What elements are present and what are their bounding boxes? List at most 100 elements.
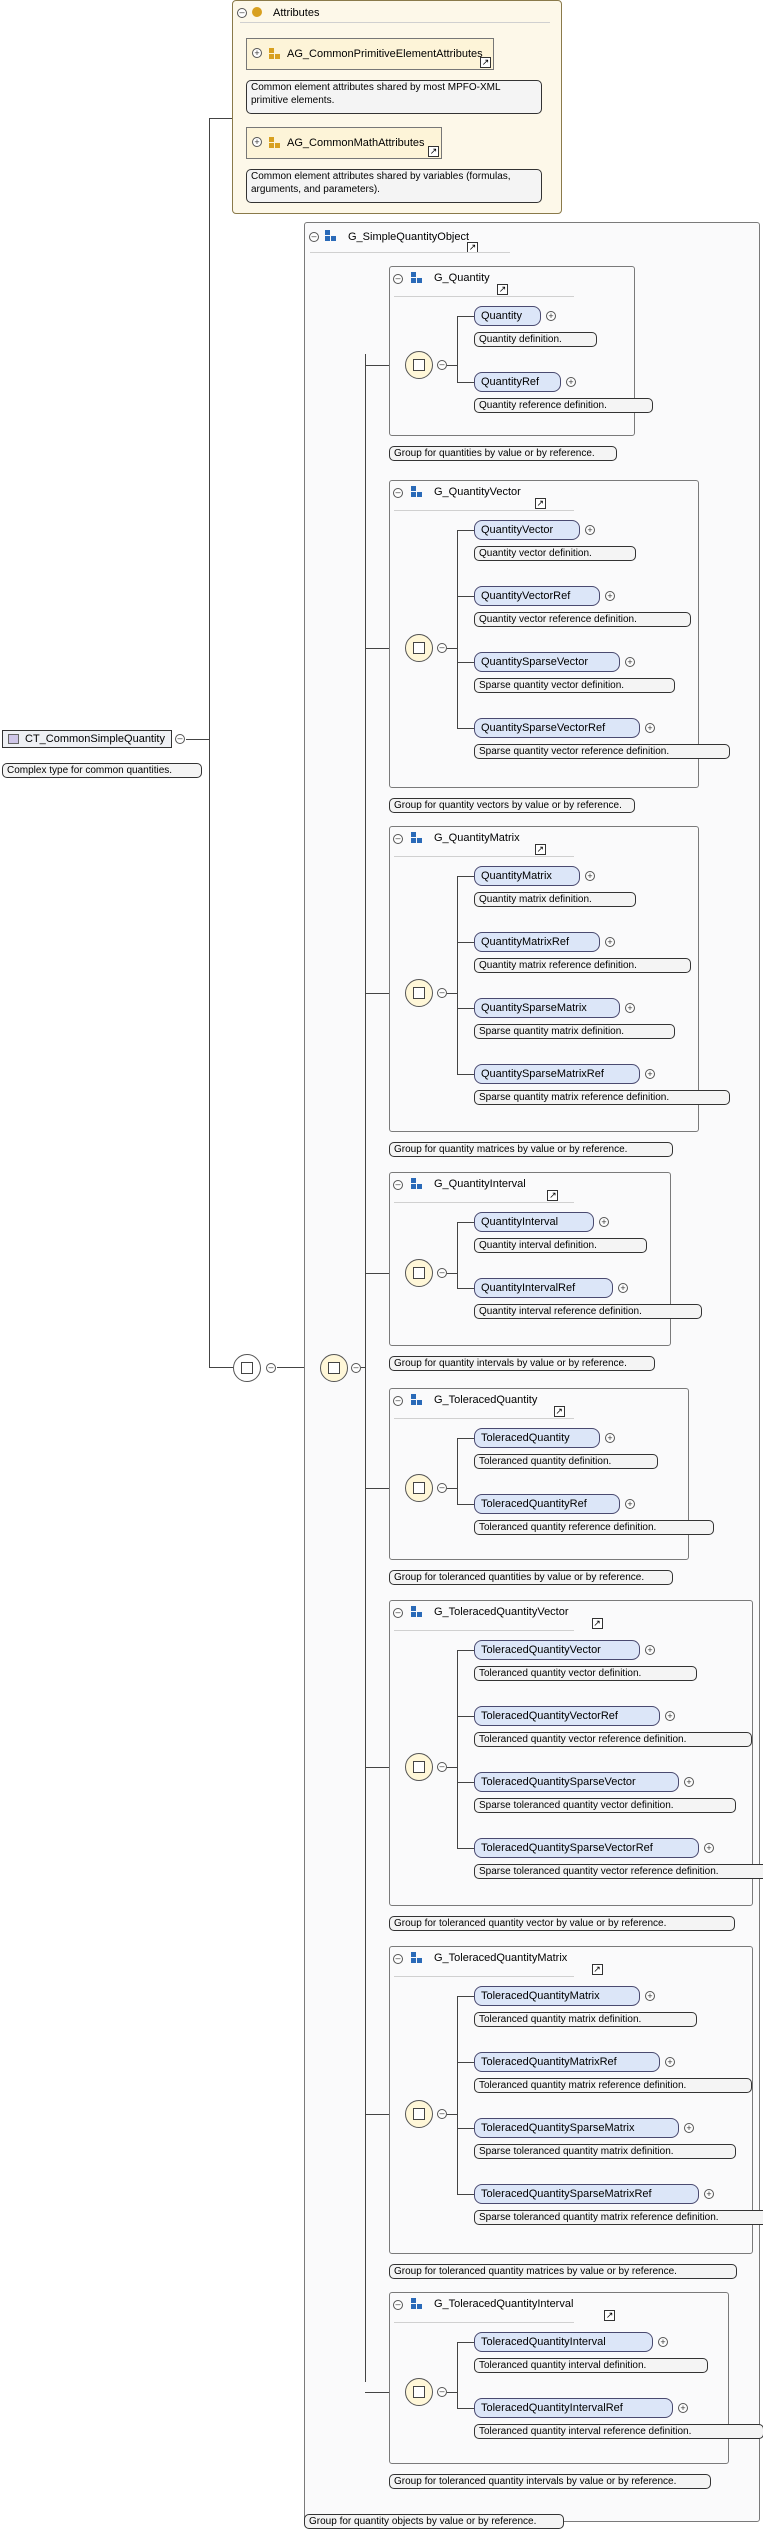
element-annotation: Quantity vector reference definition. bbox=[474, 612, 691, 627]
collapse-icon[interactable]: – bbox=[393, 1396, 403, 1406]
sequence-compositor[interactable] bbox=[405, 1753, 433, 1781]
sequence-compositor[interactable] bbox=[405, 634, 433, 662]
collapse-icon[interactable]: – bbox=[393, 1954, 403, 1964]
expand-icon[interactable]: + bbox=[665, 2057, 675, 2067]
element-node[interactable]: ToleracedQuantityRef bbox=[474, 1494, 620, 1514]
connector bbox=[457, 316, 458, 382]
element-node[interactable]: QuantityInterval bbox=[474, 1212, 594, 1232]
element-node[interactable]: ToleracedQuantity bbox=[474, 1428, 600, 1448]
external-link-icon[interactable]: ↗ bbox=[480, 57, 491, 68]
expand-icon[interactable]: + bbox=[645, 723, 655, 733]
expand-icon[interactable]: + bbox=[645, 1645, 655, 1655]
element-node[interactable]: QuantitySparseMatrix bbox=[474, 998, 620, 1018]
collapse-icon[interactable]: – bbox=[237, 8, 247, 18]
external-link-icon[interactable]: ↗ bbox=[534, 498, 546, 509]
expand-icon[interactable]: + bbox=[704, 2189, 714, 2199]
element-node[interactable]: ToleracedQuantityVectorRef bbox=[474, 1706, 660, 1726]
element-node[interactable]: QuantitySparseVectorRef bbox=[474, 718, 640, 738]
element-node[interactable]: QuantityRef bbox=[474, 372, 561, 392]
element-node[interactable]: QuantitySparseVector bbox=[474, 652, 620, 672]
element-node[interactable]: QuantityVector bbox=[474, 520, 580, 540]
element-node[interactable]: ToleracedQuantityIntervalRef bbox=[474, 2398, 673, 2418]
expand-icon[interactable]: + bbox=[585, 525, 595, 535]
collapse-icon[interactable]: – bbox=[437, 988, 447, 998]
connector bbox=[457, 1074, 474, 1075]
element-node[interactable]: QuantityMatrix bbox=[474, 866, 580, 886]
external-link-icon[interactable]: ↗ bbox=[591, 1618, 603, 1629]
attribute-group-node[interactable]: + AG_CommonMathAttributes ↗ bbox=[246, 127, 442, 159]
external-link-icon[interactable]: ↗ bbox=[428, 146, 439, 157]
sequence-compositor[interactable] bbox=[405, 979, 433, 1007]
choice-compositor[interactable] bbox=[320, 1354, 348, 1382]
external-link-icon[interactable]: ↗ bbox=[534, 844, 546, 855]
connector bbox=[457, 728, 474, 729]
sequence-compositor[interactable] bbox=[405, 2378, 433, 2406]
expand-icon[interactable]: + bbox=[252, 137, 262, 147]
expand-icon[interactable]: + bbox=[252, 48, 262, 58]
element-node[interactable]: ToleracedQuantityInterval bbox=[474, 2332, 653, 2352]
external-link-icon[interactable]: ↗ bbox=[497, 284, 508, 295]
expand-icon[interactable]: + bbox=[665, 1711, 675, 1721]
expand-icon[interactable]: + bbox=[704, 1843, 714, 1853]
collapse-icon[interactable]: – bbox=[437, 643, 447, 653]
collapse-icon[interactable]: – bbox=[393, 1180, 403, 1190]
collapse-icon[interactable]: – bbox=[393, 2300, 403, 2310]
complex-type-node[interactable]: CT_CommonSimpleQuantity bbox=[2, 730, 172, 748]
element-node[interactable]: QuantityMatrixRef bbox=[474, 932, 600, 952]
collapse-icon[interactable]: – bbox=[393, 488, 403, 498]
expand-icon[interactable]: + bbox=[599, 1217, 609, 1227]
collapse-icon[interactable]: – bbox=[393, 834, 403, 844]
expand-icon[interactable]: + bbox=[678, 2403, 688, 2413]
element-node[interactable]: QuantitySparseMatrixRef bbox=[474, 1064, 640, 1084]
collapse-icon[interactable]: – bbox=[175, 734, 185, 744]
collapse-icon[interactable]: – bbox=[309, 232, 319, 242]
collapse-icon[interactable]: – bbox=[437, 2387, 447, 2397]
collapse-icon[interactable]: – bbox=[351, 1363, 361, 1373]
element-node[interactable]: ToleracedQuantitySparseMatrix bbox=[474, 2118, 679, 2138]
expand-icon[interactable]: + bbox=[684, 1777, 694, 1787]
element-node[interactable]: ToleracedQuantitySparseVectorRef bbox=[474, 1838, 699, 1858]
collapse-icon[interactable]: – bbox=[437, 1268, 447, 1278]
element-node[interactable]: QuantityVectorRef bbox=[474, 586, 600, 606]
collapse-icon[interactable]: – bbox=[437, 1762, 447, 1772]
external-link-icon[interactable]: ↗ bbox=[553, 1406, 565, 1417]
external-link-icon[interactable]: ↗ bbox=[547, 1190, 559, 1201]
connector bbox=[365, 354, 366, 2382]
sequence-compositor[interactable] bbox=[405, 1474, 433, 1502]
sequence-compositor[interactable] bbox=[233, 1354, 261, 1382]
expand-icon[interactable]: + bbox=[684, 2123, 694, 2133]
expand-icon[interactable]: + bbox=[625, 657, 635, 667]
element-node[interactable]: ToleracedQuantityVector bbox=[474, 1640, 640, 1660]
expand-icon[interactable]: + bbox=[625, 1499, 635, 1509]
expand-icon[interactable]: + bbox=[658, 2337, 668, 2347]
expand-icon[interactable]: + bbox=[605, 1433, 615, 1443]
element-node[interactable]: ToleracedQuantityMatrixRef bbox=[474, 2052, 660, 2072]
collapse-icon[interactable]: – bbox=[437, 1483, 447, 1493]
element-node[interactable]: QuantityIntervalRef bbox=[474, 1278, 613, 1298]
expand-icon[interactable]: + bbox=[645, 1991, 655, 2001]
element-node[interactable]: Quantity bbox=[474, 306, 541, 326]
expand-icon[interactable]: + bbox=[645, 1069, 655, 1079]
expand-icon[interactable]: + bbox=[618, 1283, 628, 1293]
element-node[interactable]: ToleracedQuantityMatrix bbox=[474, 1986, 640, 2006]
external-link-icon[interactable]: ↗ bbox=[591, 1964, 603, 1975]
collapse-icon[interactable]: – bbox=[393, 1608, 403, 1618]
attribute-group-node[interactable]: + AG_CommonPrimitiveElementAttributes ↗ bbox=[246, 38, 494, 70]
sequence-compositor[interactable] bbox=[405, 2100, 433, 2128]
collapse-icon[interactable]: – bbox=[437, 2109, 447, 2119]
choice-icon bbox=[328, 1362, 340, 1374]
element-node[interactable]: ToleracedQuantitySparseVector bbox=[474, 1772, 679, 1792]
collapse-icon[interactable]: – bbox=[437, 360, 447, 370]
expand-icon[interactable]: + bbox=[546, 311, 556, 321]
collapse-icon[interactable]: – bbox=[266, 1363, 276, 1373]
sequence-compositor[interactable] bbox=[405, 1259, 433, 1287]
expand-icon[interactable]: + bbox=[585, 871, 595, 881]
expand-icon[interactable]: + bbox=[605, 591, 615, 601]
expand-icon[interactable]: + bbox=[605, 937, 615, 947]
sequence-compositor[interactable] bbox=[405, 351, 433, 379]
external-link-icon[interactable]: ↗ bbox=[604, 2310, 616, 2321]
expand-icon[interactable]: + bbox=[566, 377, 576, 387]
expand-icon[interactable]: + bbox=[625, 1003, 635, 1013]
collapse-icon[interactable]: – bbox=[393, 274, 403, 284]
element-node[interactable]: ToleracedQuantitySparseMatrixRef bbox=[474, 2184, 699, 2204]
